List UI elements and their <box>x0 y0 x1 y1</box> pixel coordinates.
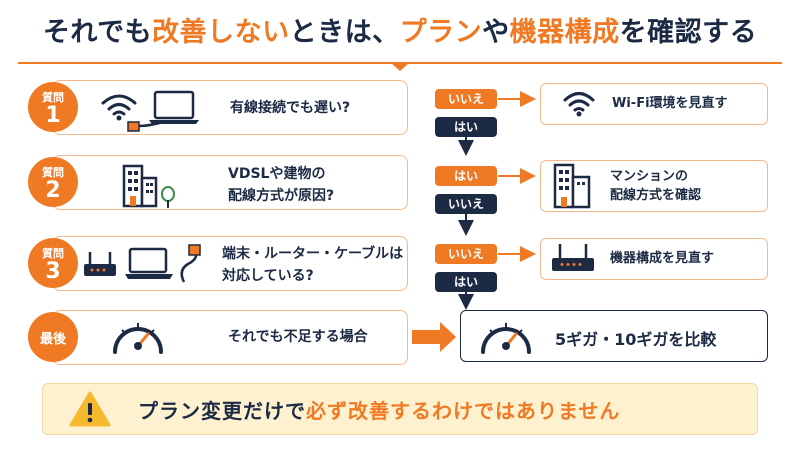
building-icon <box>122 164 158 208</box>
result-2-text-line1: マンションの <box>610 169 689 184</box>
title-highlight: プラン <box>399 17 483 48</box>
wifi-icon <box>563 92 595 117</box>
question-label: 質問 <box>42 247 64 260</box>
result-3-text: 機器構成を見直す <box>610 251 715 266</box>
question-number: 1 <box>45 103 61 128</box>
wifi-icon <box>101 94 137 121</box>
title-part: や <box>482 17 510 48</box>
final-badge: 最後 <box>28 312 78 362</box>
router-icon <box>84 252 116 276</box>
result-1-box <box>540 83 768 125</box>
question-number: 2 <box>45 178 61 203</box>
ethernet-cable-icon <box>127 120 164 132</box>
title-part: それでも <box>42 17 153 48</box>
question-number: 3 <box>45 259 61 284</box>
branch-q2-no: いいえ <box>435 194 497 214</box>
page-title: それでも改善しないときは、プランや機器構成を確認する <box>0 10 800 49</box>
question-1-text: 有線接続でも遅い? <box>230 100 351 116</box>
question-2-badge: 質問 2 <box>28 157 78 207</box>
speedometer-icon <box>113 323 163 354</box>
title-highlight: 機器構成 <box>509 17 620 48</box>
question-3-text-line2: 対応している? <box>222 268 314 284</box>
laptop-icon <box>125 247 173 279</box>
question-label: 質問 <box>42 166 64 179</box>
tree-icon <box>161 186 175 208</box>
question-3-text-line1: 端末・ルーター・ケーブルは <box>222 246 404 262</box>
question-2-text-line2: 配線方式が原因? <box>228 188 335 204</box>
banner-highlight: 必ず改善するわけではありません <box>306 399 621 423</box>
title-highlight: 改善しない <box>152 17 290 48</box>
divider-notch <box>391 63 409 71</box>
result-1-text: Wi-Fi環境を見直す <box>612 96 728 111</box>
question-3-badge: 質問 3 <box>28 238 78 288</box>
final-result-text: 5ギガ・10ギガを比較 <box>555 330 717 349</box>
branch-q1-no: いいえ <box>435 89 497 109</box>
banner-part: プラン変更だけで <box>138 399 306 423</box>
branch-q3-no: いいえ <box>435 244 497 264</box>
building-icon <box>553 163 591 209</box>
big-arrow-final <box>412 322 456 352</box>
final-label: 最後 <box>39 332 66 347</box>
router-icon <box>552 244 594 271</box>
question-3-box <box>52 236 408 291</box>
ethernet-cable-icon <box>180 244 201 283</box>
warning-banner <box>42 383 758 435</box>
laptop-icon <box>149 90 199 124</box>
title-part: を確認する <box>619 17 758 48</box>
branch-q2-yes: はい <box>435 166 497 186</box>
question-label: 質問 <box>42 91 64 104</box>
title-part: ときは、 <box>289 17 400 48</box>
warning-banner-text: プラン変更だけで必ず改善するわけではありません <box>138 395 620 424</box>
question-1-box <box>52 80 408 135</box>
warning-icon <box>69 391 111 427</box>
final-question-text: それでも不足する場合 <box>228 329 368 345</box>
branch-q3-yes: はい <box>435 272 497 292</box>
speedometer-icon <box>481 323 531 354</box>
final-result-box <box>460 310 768 362</box>
branch-q1-yes: はい <box>435 117 497 137</box>
question-2-text-line1: VDSLや建物の <box>228 166 326 182</box>
result-2-text-line2: 配線方式を確認 <box>610 188 702 203</box>
question-1-badge: 質問 1 <box>28 82 78 132</box>
question-2-box <box>52 155 408 210</box>
